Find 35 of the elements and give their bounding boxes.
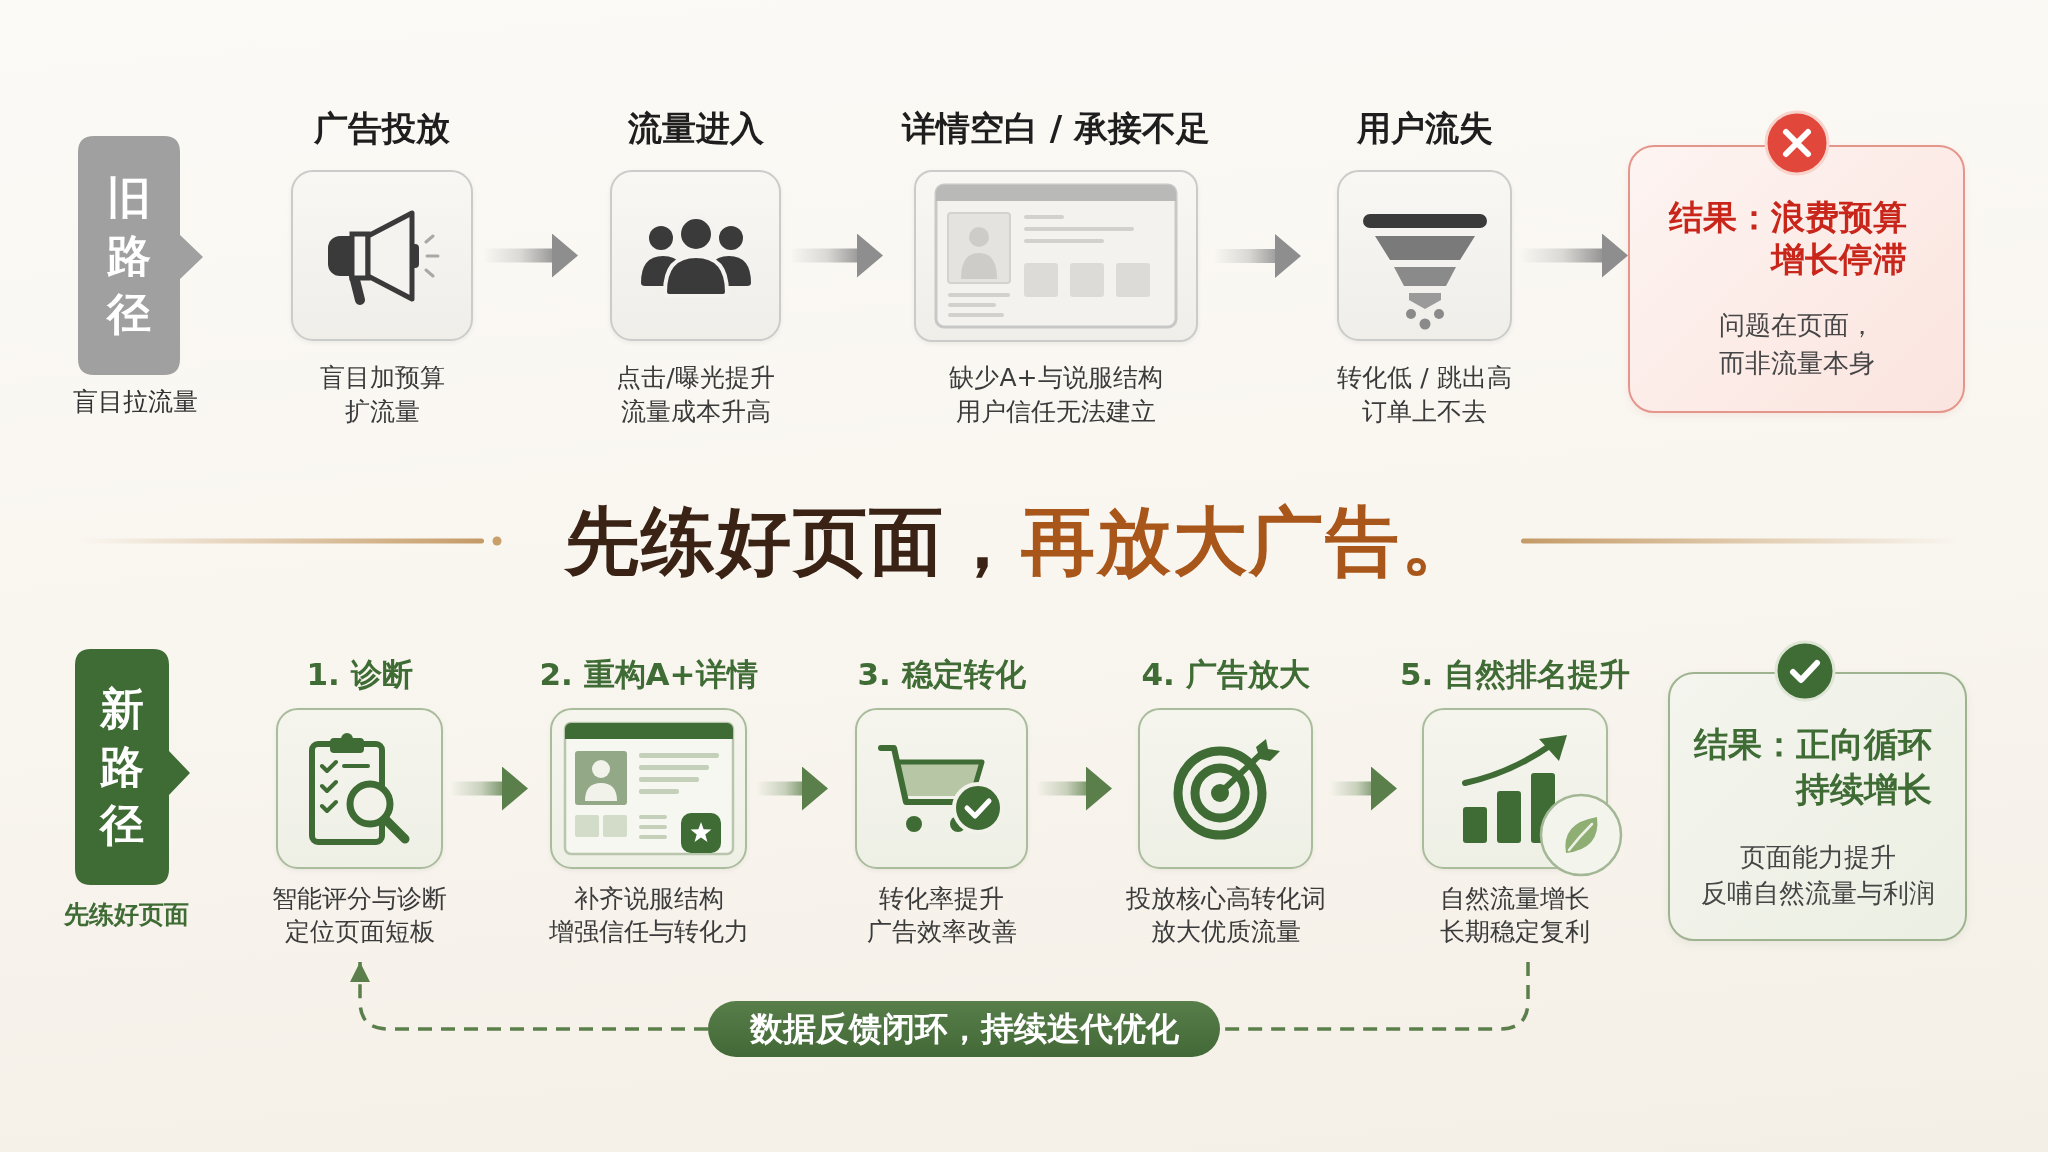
path-tag: 旧路径 xyxy=(78,136,203,375)
result-box xyxy=(1628,145,1965,413)
step-caption: 转化率提升广告效率改善 xyxy=(866,883,1017,948)
result-text: 问题在页面，而非流量本身 xyxy=(1718,309,1875,380)
arrow xyxy=(1036,766,1112,811)
step-title: 1. 诊断 xyxy=(306,655,413,693)
tag-caption: 先练好页面 xyxy=(63,899,189,931)
step-caption: 转化低 / 跳出高订单上不去 xyxy=(1337,362,1512,428)
arrow xyxy=(756,766,828,811)
step-title: 广告投放 xyxy=(314,108,450,149)
dashed-arrow xyxy=(350,962,708,1031)
tag-caption: 盲目拉流量 xyxy=(72,386,198,418)
path-tag: 新路径 xyxy=(75,649,190,885)
step-caption: 投放核心高转化词放大优质流量 xyxy=(1125,883,1326,948)
step-caption: 自然流量增长长期稳定复利 xyxy=(1440,883,1590,948)
arrow xyxy=(450,766,528,811)
step-caption: 点击/曝光提升流量成本升高 xyxy=(616,362,775,428)
result-title: 结果：浪费预算增长停滞 xyxy=(1669,196,1907,280)
step-caption: 智能评分与诊断定位页面短板 xyxy=(272,883,447,948)
step-title: 详情空白 / 承接不足 xyxy=(901,108,1211,149)
step-title: 2. 重构A+详情 xyxy=(539,655,758,693)
step-title: 3. 稳定转化 xyxy=(857,655,1026,693)
result-box xyxy=(1668,672,1967,941)
step-title: 流量进入 xyxy=(627,108,764,149)
result-title: 结果：正向循环持续增长 xyxy=(1694,723,1932,811)
step-caption: 补齐说服结构增强信任与转化力 xyxy=(548,883,749,948)
step-title: 4. 广告放大 xyxy=(1141,655,1310,693)
feedback-pill: 数据反馈闭环，持续迭代优化 xyxy=(708,1001,1220,1057)
step-title: 5. 自然排名提升 xyxy=(1399,655,1631,693)
step-title: 用户流失 xyxy=(1356,108,1493,149)
step-caption: 盲目加预算扩流量 xyxy=(319,362,445,428)
headline: 先练好页面，再放大广告。 xyxy=(565,497,1477,586)
result-text: 页面能力提升反哺自然流量与利润 xyxy=(1700,841,1935,910)
step-caption: 缺少A+与说服结构用户信任无法建立 xyxy=(949,362,1163,428)
arrow xyxy=(1330,766,1397,811)
